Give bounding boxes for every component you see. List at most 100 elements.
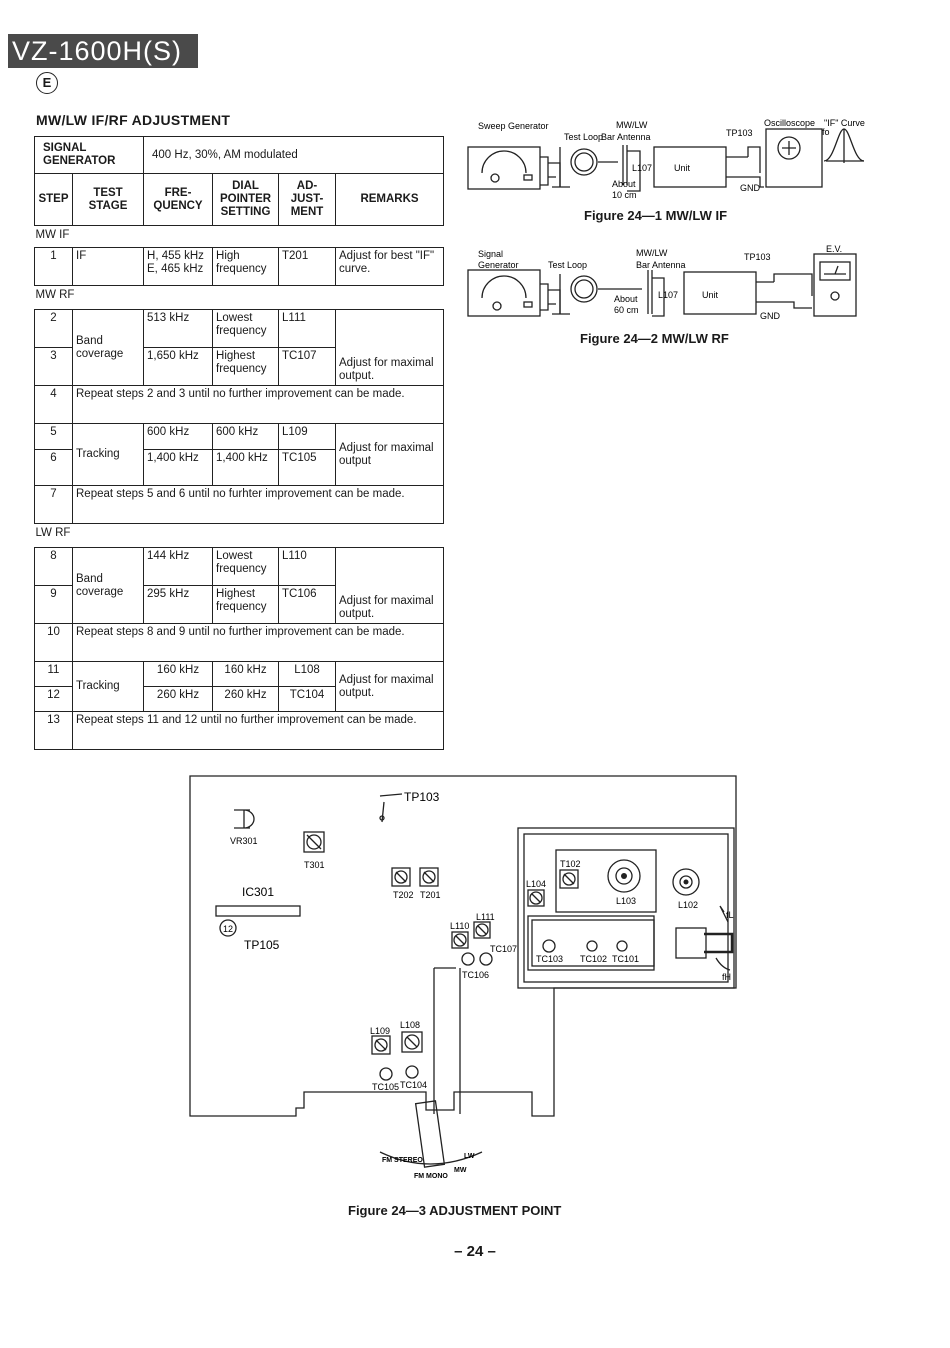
ev-meter-box — [813, 253, 857, 317]
signal-generator-box — [467, 269, 541, 317]
remarks-cell: Adjust for best "IF" curve. — [335, 247, 445, 286]
tp103-label: TP103 — [726, 128, 753, 138]
tc107-label: TC107 — [490, 944, 517, 954]
table-row: 3 1,650 kHz Highest frequency TC107 — [34, 347, 444, 386]
tc102-trimmer — [586, 940, 598, 952]
freq-cell: 1,400 kHz — [143, 449, 214, 486]
gnd-label: GND — [740, 183, 761, 193]
oscilloscope-box — [765, 128, 823, 188]
tc104-trimmer — [405, 1065, 419, 1079]
l111-adjuster — [473, 921, 491, 939]
table-row: 1 IF H, 455 kHz E, 465 kHz High frequenc… — [34, 247, 445, 286]
band-switch-track — [433, 967, 461, 1114]
figure-if-diagram: Sweep Generator Test Loop MW/LW Bar Ante… — [467, 118, 865, 200]
unit-label-2: Unit — [702, 290, 719, 300]
sweep-generator-meter-icon — [481, 150, 527, 174]
generator-label: Generator — [478, 260, 519, 270]
fo-label: fo — [822, 127, 830, 137]
adj-cell: TC105 — [278, 449, 337, 486]
freq-cell: 295 kHz — [143, 585, 214, 624]
l108-label: L108 — [400, 1020, 420, 1030]
tc105-trimmer — [379, 1067, 393, 1081]
bar-antenna-label: Bar Antenna — [601, 132, 651, 142]
header-adjustment: AD- JUST- MENT — [278, 173, 337, 226]
figure-2-caption: Figure 24—2 MW/LW RF — [580, 331, 729, 346]
pcb-diagram: TP103 VR301 T301 IC301 12 TP105 T202 T20… — [189, 775, 737, 1180]
section-mw-rf: MW RF — [34, 285, 444, 310]
dial-cell: 600 kHz — [212, 423, 280, 450]
table-row: 4 Repeat steps 2 and 3 until no further … — [34, 385, 445, 424]
fm-stereo-label: FM STEREO — [382, 1157, 423, 1164]
gnd-label-2: GND — [760, 311, 781, 321]
header-test-stage: TEST STAGE — [71, 173, 145, 226]
note-cell: Repeat steps 2 and 3 until no further im… — [71, 385, 445, 424]
tc103-label: TC103 — [536, 954, 563, 964]
step-cell: 6 — [34, 449, 73, 486]
switch-arc — [379, 1151, 483, 1165]
mwlw-label-2: MW/LW — [636, 248, 668, 258]
header-frequency: FRE- QUENCY — [143, 173, 214, 226]
table-row: 8 Band coverage 144 kHz Lowest frequency… — [34, 547, 445, 624]
table-row: 9 295 kHz Highest frequency TC106 — [34, 585, 444, 624]
step-cell: 13 — [34, 711, 73, 750]
t201-label: T201 — [420, 890, 441, 900]
test-loop-label: Test Loop — [564, 132, 603, 142]
adj-cell: L111 — [278, 309, 337, 348]
tc103-trimmer — [542, 939, 556, 953]
step-cell: 10 — [34, 623, 73, 662]
about-label-2: About — [614, 294, 638, 304]
note-cell: Repeat steps 11 and 12 until no further … — [71, 711, 445, 750]
remarks-cell: Adjust for maximal output. — [335, 309, 445, 386]
ic301-outline — [215, 905, 301, 917]
step-cell: 11 — [34, 661, 73, 687]
note-cell: Repeat steps 5 and 6 until no furhter im… — [71, 485, 445, 524]
step-cell: 4 — [34, 385, 73, 424]
oscilloscope-label: Oscilloscope — [764, 118, 815, 128]
adjustment-table: SIGNAL GENERATOR 400 Hz, 30%, AM modulat… — [33, 136, 445, 750]
stage-cell: IF — [71, 247, 145, 286]
dial-cell: Lowest frequency — [212, 309, 280, 348]
tp103-pointer — [379, 793, 403, 797]
mwlw-label: MW/LW — [616, 120, 648, 130]
table-row: 10 Repeat steps 8 and 9 until no further… — [34, 623, 445, 662]
unit-box-2 — [683, 271, 757, 315]
l110-adjuster — [451, 931, 469, 949]
note-cell: Repeat steps 8 and 9 until no further im… — [71, 623, 445, 662]
tc106-label: TC106 — [462, 970, 489, 980]
table-row: 13 Repeat steps 11 and 12 until no furth… — [34, 711, 445, 750]
unit-box — [653, 146, 727, 188]
section-mw-if: MW IF — [34, 225, 444, 248]
l109-adjuster — [371, 1035, 391, 1055]
l103-coil — [607, 859, 641, 893]
distance-label: 10 cm — [612, 190, 637, 200]
table-row: 7 Repeat steps 5 and 6 until no furhter … — [34, 485, 445, 524]
l104-label: L104 — [526, 879, 546, 889]
signal-generator-label: SIGNAL GENERATOR — [33, 136, 145, 174]
ic301-label: IC301 — [242, 885, 274, 899]
step-cell: 7 — [34, 485, 73, 524]
distance-label-2: 60 cm — [614, 305, 639, 315]
l103-label: L103 — [616, 896, 636, 906]
test-loop-icon-2 — [570, 275, 598, 303]
header-dial: DIAL POINTER SETTING — [212, 173, 280, 226]
if-curve-label: "IF" Curve — [824, 118, 865, 128]
fl-arrow — [719, 905, 729, 923]
vr301-icon — [234, 809, 255, 829]
freq-cell: 160 kHz — [143, 661, 214, 687]
tc104-label: TC104 — [400, 1080, 427, 1090]
freq-cell: 600 kHz — [143, 423, 214, 450]
stage-cell: Band coverage — [71, 547, 145, 624]
signal-label: Signal — [478, 249, 503, 259]
t201-adjuster — [419, 867, 439, 887]
fl-label: fL — [726, 910, 734, 920]
remarks-cell: Adjust for maximal output — [335, 423, 445, 486]
l107-label: L107 — [632, 163, 652, 173]
freq-cell: 144 kHz — [143, 547, 214, 586]
section-lw-rf: LW RF — [34, 523, 444, 548]
step-cell: 8 — [34, 547, 73, 586]
ev-label: E.V. — [826, 244, 842, 254]
adj-cell: L109 — [278, 423, 337, 450]
table-row: 11 Tracking 160 kHz 160 kHz L108 Adjust … — [34, 661, 445, 712]
tp105-label: TP105 — [244, 938, 280, 952]
vr301-label: VR301 — [230, 836, 258, 846]
